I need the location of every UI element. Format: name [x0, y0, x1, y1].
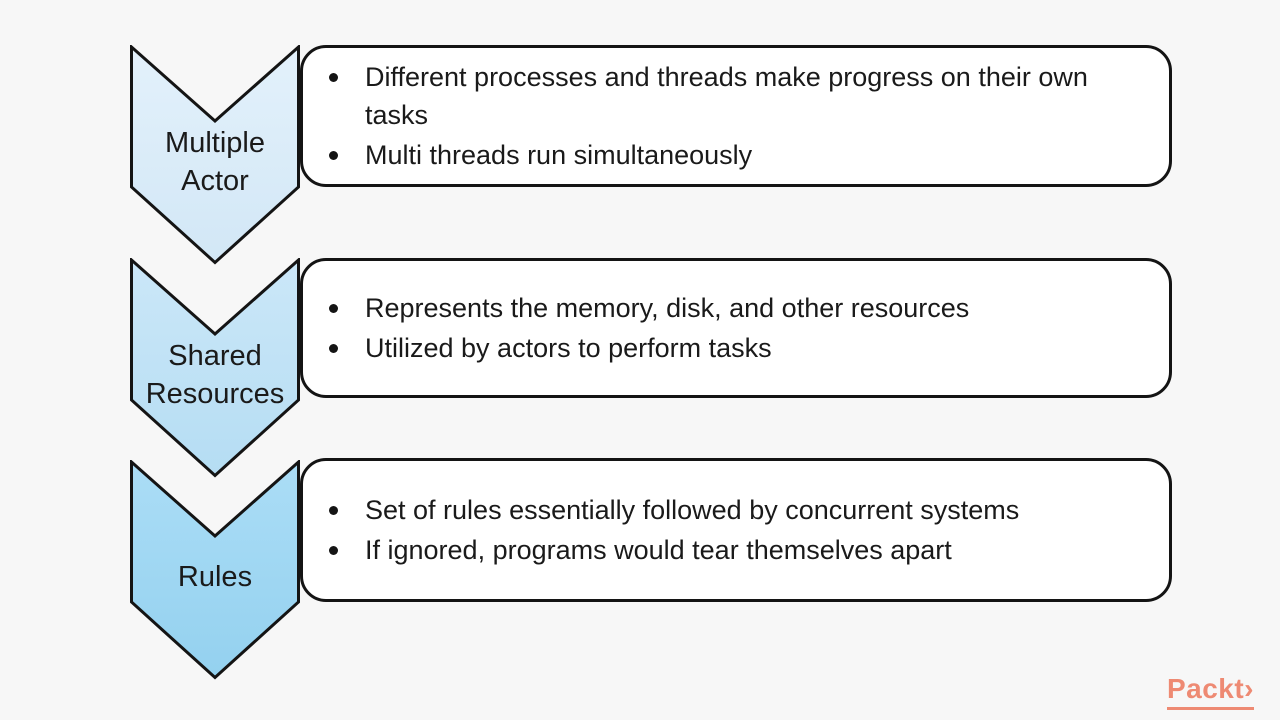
chevron-rules: Rules	[130, 460, 300, 680]
chevron-label: Shared Resources	[145, 340, 285, 410]
bullet-item: If ignored, programs would tear themselv…	[327, 531, 1121, 569]
bullet-list: Different processes and threads make pro…	[327, 56, 1121, 176]
bullet-item: Multi threads run simultaneously	[327, 136, 1121, 174]
bullet-box-shared-resources: Represents the memory, disk, and other r…	[300, 258, 1172, 398]
bullet-item: Utilized by actors to perform tasks	[327, 329, 1121, 367]
chevron-label: Multiple Actor	[165, 127, 265, 197]
chevron-label: Rules	[177, 561, 253, 593]
chevron-shared-resources: Shared Resources	[130, 258, 300, 478]
bullet-item: Represents the memory, disk, and other r…	[327, 289, 1121, 327]
bullet-item: Different processes and threads make pro…	[327, 58, 1121, 134]
bullet-box-rules: Set of rules essentially followed by con…	[300, 458, 1172, 602]
bullet-list: Represents the memory, disk, and other r…	[327, 287, 1121, 369]
chevron-down-shape	[130, 258, 300, 478]
chevron-down-shape	[130, 460, 300, 680]
packt-logo: Packt›	[1166, 673, 1254, 710]
chevron-down-shape	[130, 45, 300, 265]
bullet-list: Set of rules essentially followed by con…	[327, 489, 1121, 571]
chevron-multiple-actor: Multiple Actor	[130, 45, 300, 265]
bullet-item: Set of rules essentially followed by con…	[327, 491, 1121, 529]
bullet-box-multiple-actor: Different processes and threads make pro…	[300, 45, 1172, 187]
